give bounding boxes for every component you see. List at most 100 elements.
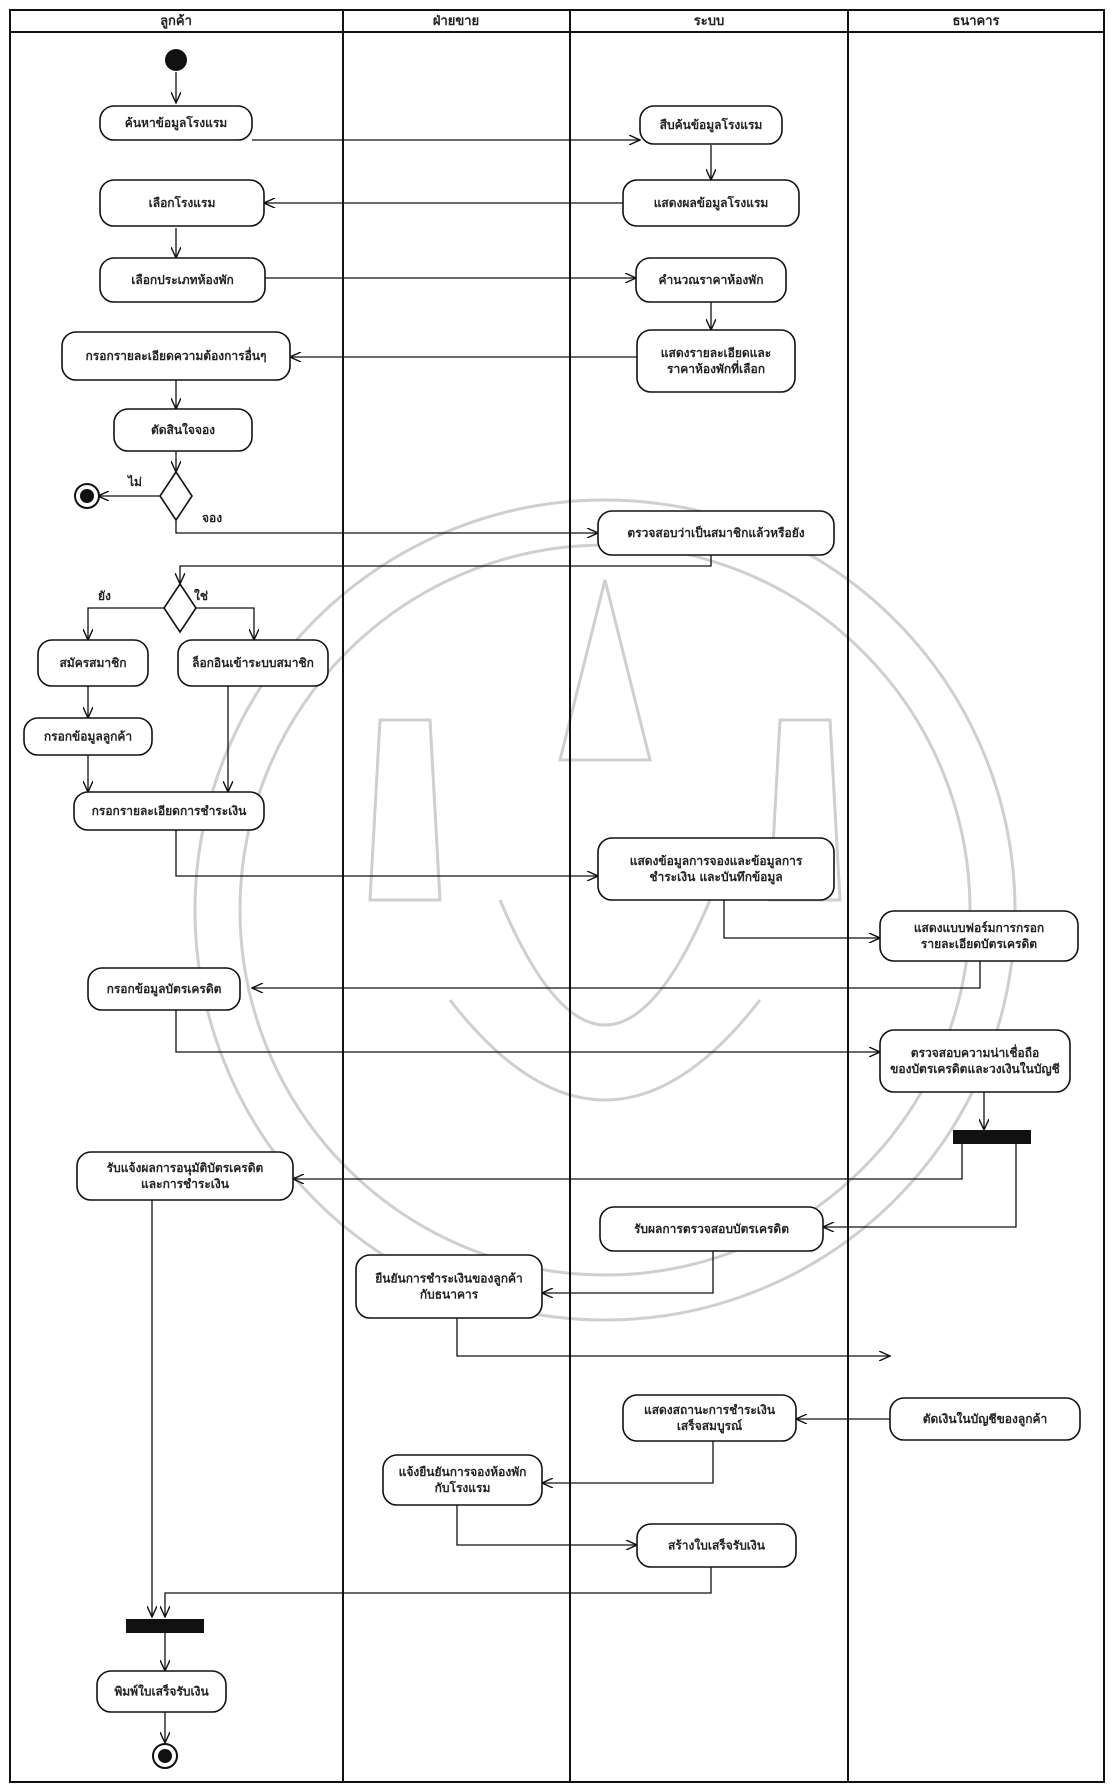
activity-label: ตรวจสอบความน่าเชื่อถือ	[911, 1044, 1039, 1060]
activity-print-receipt: พิมพ์ใบเสร็จรับเงิน	[96, 1670, 227, 1713]
activity-receive-result: รับผลการตรวจสอบบัตรเครดิต	[599, 1206, 824, 1252]
activity-box	[889, 1397, 1081, 1441]
activity-box	[639, 105, 783, 145]
activity-box	[113, 408, 253, 452]
activity-label: ยืนยันการชำระเงินของลูกค้า	[375, 1272, 523, 1287]
activity-box	[879, 1029, 1071, 1093]
activity-box	[355, 1254, 543, 1319]
activity-label: รับแจ้งผลการอนุมัติบัตรเครดิต	[107, 1161, 264, 1176]
activity-label: คำนวณราคาห้องพัก	[659, 273, 764, 287]
activity-box	[99, 257, 266, 303]
activity-box	[87, 967, 241, 1011]
activity-box	[37, 639, 149, 687]
activity-label: กรอกข้อมูลลูกค้า	[44, 730, 132, 745]
activity-nodes: ค้นหาข้อมูลโรงแรม สืบค้นข้อมูลโรงแรมแสดงผ…	[23, 105, 1081, 1713]
activity-box	[622, 179, 800, 227]
activity-box	[23, 717, 153, 756]
activity-box	[61, 331, 291, 381]
guard-yes: ใช่	[194, 588, 208, 603]
activity-box	[99, 179, 265, 227]
activity-deduct: ตัดเงินในบัญชีของลูกค้า	[889, 1397, 1081, 1441]
activity-label: แสดงแบบฟอร์มการกรอก	[914, 921, 1044, 935]
activity-box	[96, 1670, 227, 1713]
lane-title-customer: ลูกค้า	[160, 13, 192, 29]
activity-label: รับผลการตรวจสอบบัตรเครดิต	[634, 1222, 789, 1236]
activity-box	[73, 791, 265, 831]
activity-box	[177, 639, 329, 687]
guard-book: จอง	[202, 511, 222, 525]
activity-login: ล็อกอินเข้าระบบสมาชิก	[177, 639, 329, 687]
activity-choose-hotel: เลือกโรงแรม	[99, 179, 265, 227]
activity-register: สมัครสมาชิก	[37, 639, 149, 687]
lane-title-system: ระบบ	[694, 14, 724, 29]
activity-label: แสดงรายละเอียดและ	[661, 346, 771, 360]
swimlane-frame	[9, 9, 1105, 1783]
activity-check-member: ตรวจสอบว่าเป็นสมาชิกแล้วหรือยัง	[597, 510, 835, 556]
fork-bar	[953, 1130, 1031, 1144]
activity-label: ตัดเงินในบัญชีของลูกค้า	[923, 1411, 1047, 1427]
activity-label: ของบัตรเครดิตและวงเงินในบัญชี	[890, 1061, 1060, 1076]
activity-notify-hotel: แจ้งยืนยันการจองห้องพักกับโรงแรม	[382, 1454, 543, 1506]
activity-label: แจ้งยืนยันการจองห้องพัก	[399, 1465, 527, 1479]
control-nodes	[74, 49, 1031, 1769]
join-bar	[126, 1619, 204, 1633]
lane-title-bank: ธนาคาร	[952, 14, 999, 29]
activity-box	[635, 257, 787, 303]
activity-label: เสร็จสมบูรณ์	[677, 1418, 742, 1434]
edges	[88, 72, 1017, 1743]
guard-not-yet: ยัง	[98, 589, 111, 603]
activity-box	[599, 1206, 824, 1252]
activity-label: กับธนาคาร	[420, 1288, 479, 1302]
initial-node	[165, 49, 187, 71]
activity-create-receipt: สร้างใบเสร็จรับเงิน	[636, 1523, 797, 1568]
activity-label: เลือกประเภทห้องพัก	[131, 273, 234, 287]
activity-label: และการชำระเงิน	[141, 1177, 230, 1191]
activity-label: รายละเอียดบัตรเครดิต	[921, 937, 1037, 951]
activity-label: ค้นหาข้อมูลโรงแรม	[125, 115, 227, 131]
activity-confirm-payment: ยืนยันการชำระเงินของลูกค้ากับธนาคาร	[355, 1254, 543, 1319]
activity-receive-approval: รับแจ้งผลการอนุมัติบัตรเครดิตและการชำระเ…	[76, 1151, 294, 1201]
activity-label: ชำระเงิน และบันทึกข้อมูล	[649, 870, 782, 885]
activity-fill-customer: กรอกข้อมูลลูกค้า	[23, 717, 153, 756]
activity-label: พิมพ์ใบเสร็จรับเงิน	[114, 1684, 209, 1699]
activity-box	[597, 510, 835, 556]
activity-label: กับโรงแรม	[435, 1480, 491, 1495]
activity-label: ราคาห้องพักที่เลือก	[667, 360, 765, 376]
guard-no: ไม่	[126, 474, 142, 489]
activity-calc-price: คำนวณราคาห้องพัก	[635, 257, 787, 303]
activity-label: แสดงสถานะการชำระเงิน	[644, 1403, 776, 1417]
activity-box	[636, 1523, 797, 1568]
activity-fill-payment: กรอกรายละเอียดการชำระเงิน	[73, 791, 265, 831]
activity-sys-search: สืบค้นข้อมูลโรงแรม	[639, 105, 783, 145]
activity-box	[622, 1394, 797, 1442]
activity-show-hotel: แสดงผลข้อมูลโรงแรม	[622, 179, 800, 227]
activity-box	[636, 329, 796, 393]
university-seal-watermark	[193, 498, 1017, 1322]
activity-search-hotel: ค้นหาข้อมูลโรงแรม	[99, 105, 253, 141]
activity-fill-detail: กรอกรายละเอียดความต้องการอื่นๆ	[61, 331, 291, 381]
activity-box	[879, 910, 1079, 962]
activity-label: ล็อกอินเข้าระบบสมาชิก	[192, 655, 314, 670]
guard-labels: ไม่ จอง ยัง ใช่	[98, 474, 222, 603]
activity-label: ตรวจสอบว่าเป็นสมาชิกแล้วหรือยัง	[627, 525, 804, 540]
activity-label: กรอกรายละเอียดการชำระเงิน	[92, 804, 248, 818]
activity-label: แสดงข้อมูลการจองและข้อมูลการ	[630, 854, 803, 869]
activity-box	[597, 837, 835, 901]
decision-member	[163, 582, 197, 634]
activity-box	[99, 105, 253, 141]
activity-box	[382, 1454, 543, 1506]
decision-book	[159, 470, 193, 522]
activity-box	[76, 1151, 294, 1201]
activity-label: เลือกโรงแรม	[149, 195, 216, 210]
activity-label: สร้างใบเสร็จรับเงิน	[668, 1538, 766, 1553]
activity-choose-room: เลือกประเภทห้องพัก	[99, 257, 266, 303]
activity-label: สมัครสมาชิก	[59, 656, 126, 670]
activity-label: กรอกข้อมูลบัตรเครดิต	[107, 982, 222, 997]
activity-label: สืบค้นข้อมูลโรงแรม	[660, 117, 763, 133]
activity-decide: ตัดสินใจจอง	[113, 408, 253, 452]
